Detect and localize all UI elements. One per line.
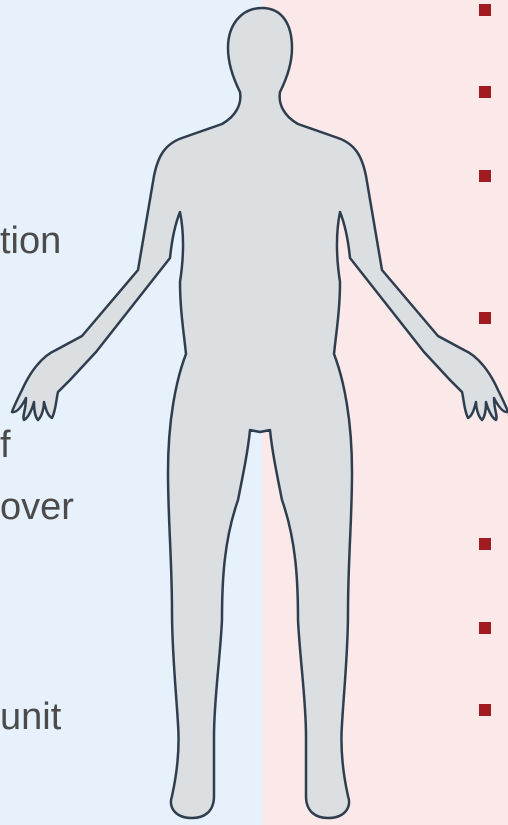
body-outline bbox=[12, 8, 508, 818]
